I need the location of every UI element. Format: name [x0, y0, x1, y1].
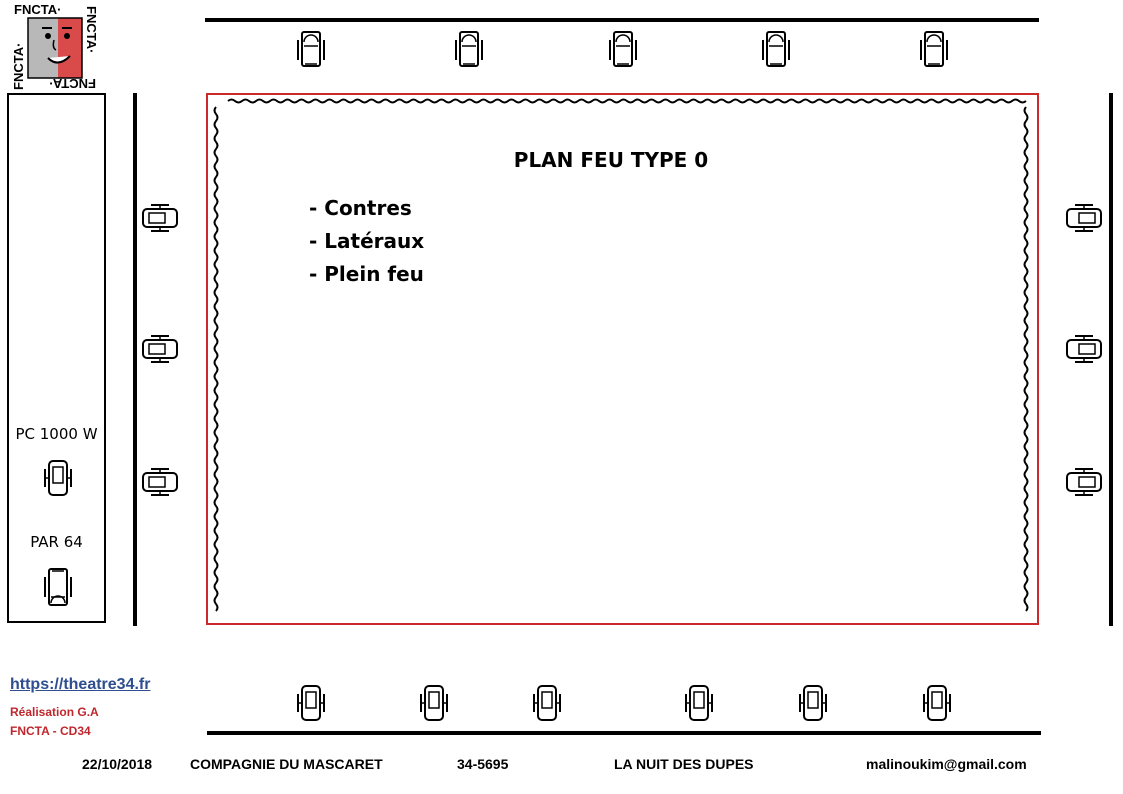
logo-text-bottom: FNCTA·	[48, 76, 96, 91]
back-lighting-bar	[205, 18, 1039, 22]
legend-pc-label: PC 1000 W	[15, 425, 98, 443]
left-pc-spotlight-icon-2	[139, 331, 183, 367]
footer-email[interactable]: malinoukim@gmail.com	[866, 756, 1027, 772]
right-pc-spotlight-icon-1	[1061, 200, 1105, 236]
legend-box: PC 1000 W PAR 64	[7, 93, 106, 623]
right-pc-spotlight-icon-3	[1061, 464, 1105, 500]
logo-text-top: FNCTA·	[14, 2, 62, 17]
footer-play: LA NUIT DES DUPES	[614, 756, 754, 772]
back-par-can-icon-4	[758, 26, 794, 70]
credit-author: Réalisation G.A	[10, 705, 99, 719]
back-par-can-icon-1	[293, 26, 329, 70]
back-par-can-icon-2	[451, 26, 487, 70]
logo-text-left: FNCTA·	[11, 42, 26, 90]
pc-spotlight-icon	[40, 457, 76, 504]
front-lighting-bar	[207, 731, 1041, 735]
front-pc-spotlight-icon-1	[293, 682, 329, 726]
logo-text-right: FNCTA·	[84, 6, 99, 54]
fncta-logo: FNCTA· FNCTA· FNCTA· FNCTA·	[11, 2, 99, 91]
back-par-can-icon-3	[605, 26, 641, 70]
front-pc-spotlight-icon-3	[529, 682, 565, 726]
left-pc-spotlight-icon-3	[139, 464, 183, 500]
curtain-right	[1023, 106, 1029, 612]
fncta-mask-logo	[27, 17, 83, 79]
website-link[interactable]: https://theatre34.fr	[10, 676, 151, 693]
front-pc-spotlight-icon-6	[919, 682, 955, 726]
curtain-left	[213, 106, 219, 612]
left-lighting-bar	[133, 93, 137, 626]
legend-par-label: PAR 64	[30, 533, 83, 551]
front-pc-spotlight-icon-2	[416, 682, 452, 726]
plan-item-contres: - Contres	[309, 196, 412, 220]
plan-item-lateraux: - Latéraux	[309, 229, 425, 253]
stage-outline	[206, 93, 1039, 625]
footer-company: COMPAGNIE DU MASCARET	[190, 756, 383, 772]
footer-code: 34-5695	[457, 756, 509, 772]
curtain-top	[227, 98, 1027, 104]
footer-date: 22/10/2018	[82, 756, 153, 772]
front-pc-spotlight-icon-5	[795, 682, 831, 726]
credit-org: FNCTA - CD34	[10, 724, 91, 738]
stage-curtains	[213, 98, 1029, 612]
plan-title: PLAN FEU TYPE 0	[513, 148, 709, 172]
right-lighting-bar	[1109, 93, 1113, 626]
right-pc-spotlight-icon-2	[1061, 331, 1105, 367]
par-can-icon	[40, 565, 76, 616]
plan-item-plein-feu: - Plein feu	[309, 262, 424, 286]
left-pc-spotlight-icon-1	[139, 200, 183, 236]
front-pc-spotlight-icon-4	[681, 682, 717, 726]
back-par-can-icon-5	[916, 26, 952, 70]
